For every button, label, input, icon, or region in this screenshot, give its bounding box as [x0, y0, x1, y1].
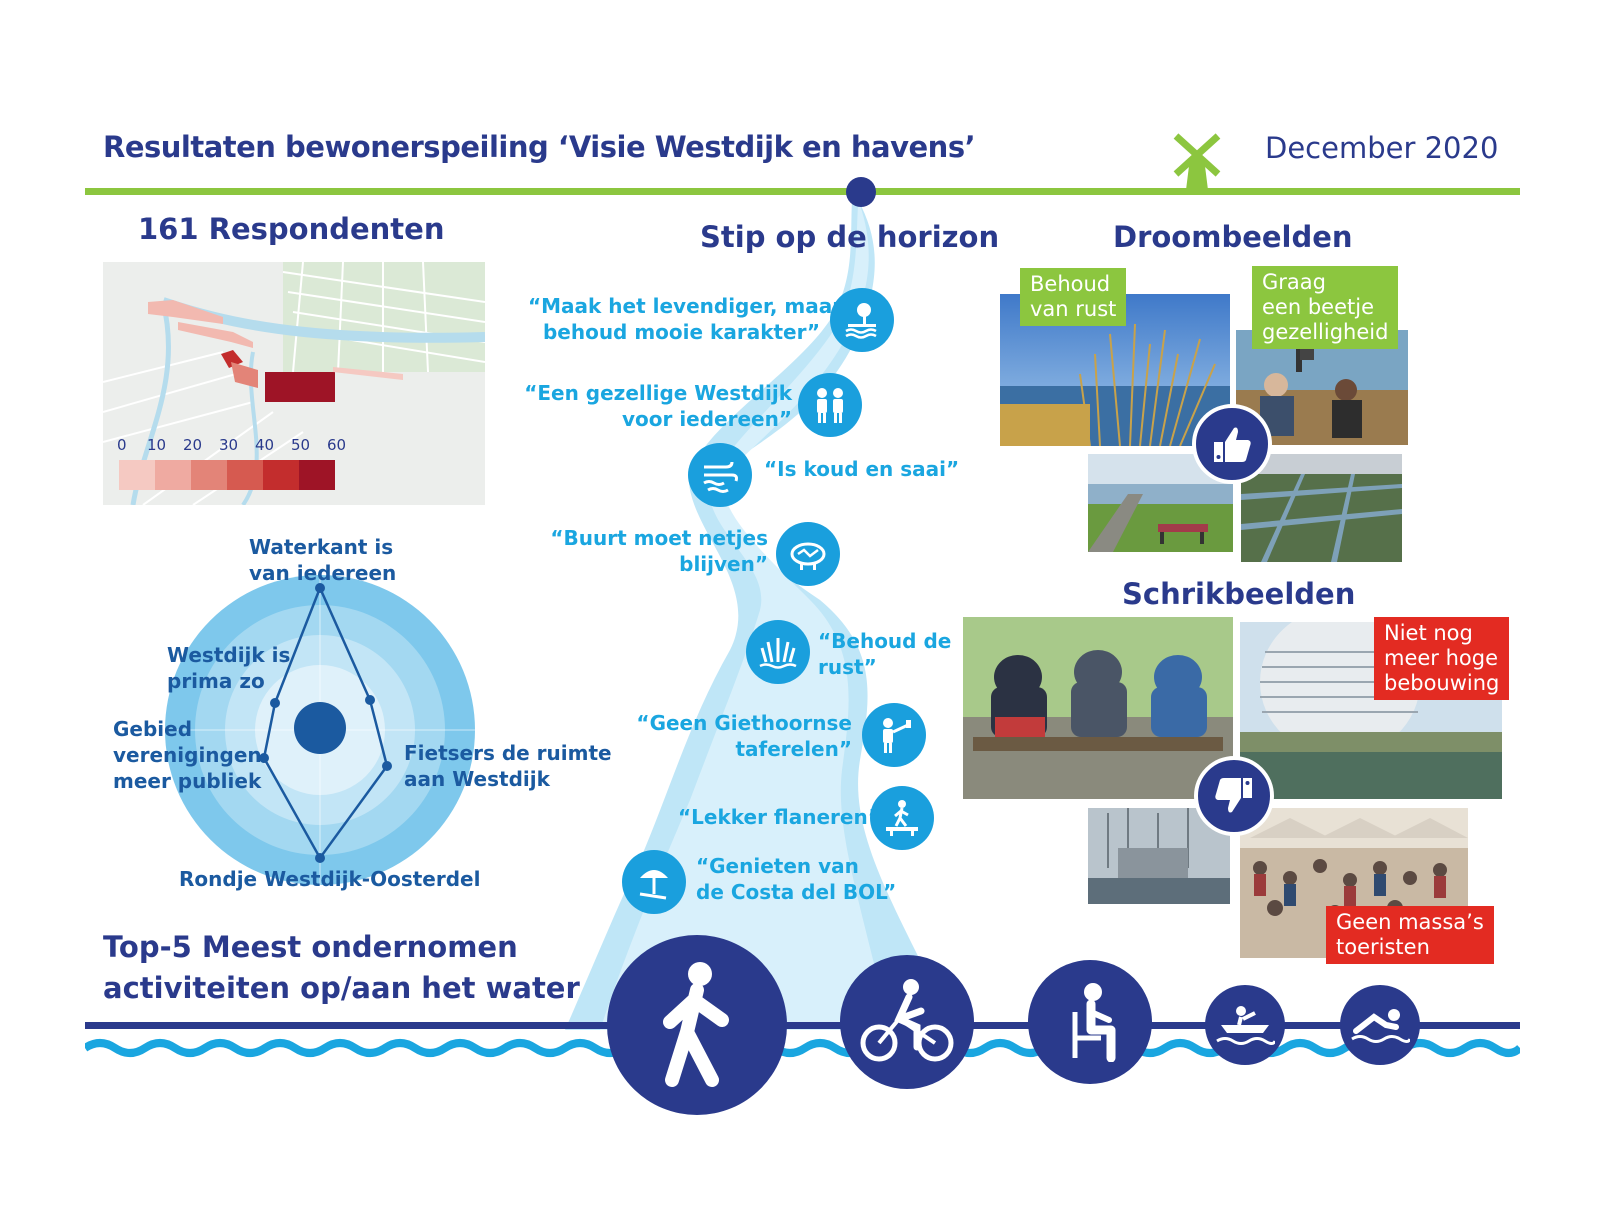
- legend-swatch: [263, 460, 299, 490]
- radar-label-left: Gebied verenigingen meer publiek: [113, 716, 262, 794]
- horizon-heading: Stip op de horizon: [700, 220, 1000, 254]
- radar-label-top: Waterkant is van iedereen: [249, 534, 396, 586]
- page-title: Resultaten bewonerspeiling ‘Visie Westdi…: [103, 130, 976, 164]
- report-date: December 2020: [1265, 131, 1499, 165]
- quote-line: “Geen Giethoornse: [636, 711, 852, 735]
- heading-line: Top-5 Meest ondernomen: [103, 930, 518, 964]
- tag-line: Behoud: [1030, 272, 1111, 296]
- scare-tag-tourists: Geen massa’s toeristen: [1326, 906, 1494, 964]
- water-waves: [85, 1039, 1520, 1057]
- dream-heading: Droombeelden: [1113, 220, 1353, 254]
- quote-line: rust”: [818, 655, 877, 679]
- radar-label-line: Gebied: [113, 717, 193, 741]
- quote-4: “Buurt moet netjes blijven”: [470, 525, 768, 577]
- dream-tag-rest: Behoud van rust: [1020, 268, 1127, 326]
- tag-line: Niet nog: [1384, 621, 1473, 645]
- radar-label-line: aan Westdijk: [404, 767, 550, 791]
- tag-line: een beetje: [1262, 295, 1374, 319]
- people-icon: [798, 373, 862, 437]
- legend-tick: 30: [219, 436, 239, 454]
- reeds-icon: [746, 620, 810, 684]
- dream-tag-cosy: Graag een beetje gezelligheid: [1252, 266, 1399, 349]
- photo-bench-dike: [1088, 454, 1233, 552]
- thumbs-up-icon: [1192, 404, 1272, 484]
- tag-line: Geen massa’s: [1336, 910, 1484, 934]
- quote-line: blijven”: [679, 552, 768, 576]
- top-divider: [85, 188, 1520, 195]
- radar-label-line: verenigingen: [113, 743, 262, 767]
- quote-2: “Een gezellige Westdijk voor iedereen”: [500, 380, 792, 432]
- tag-line: van rust: [1030, 297, 1117, 321]
- quote-7: “Lekker flaneren”: [678, 804, 881, 830]
- waterfront-tree-icon: [830, 288, 894, 352]
- radar-label-line: prima zo: [167, 669, 265, 693]
- respondents-map: 0 10 20 30 40 50 60: [103, 262, 485, 505]
- legend-tick: 60: [327, 436, 347, 454]
- cold-wind-icon: [688, 443, 752, 507]
- legend-tick: 40: [255, 436, 275, 454]
- respondents-heading: 161 Respondenten: [138, 212, 445, 246]
- radar-label-right: Fietsers de ruimte aan Westdijk: [404, 740, 612, 792]
- bottom-divider: [85, 1022, 1520, 1029]
- tag-line: toeristen: [1336, 935, 1430, 959]
- legend-tick: 0: [117, 436, 127, 454]
- quote-8: “Genieten van de Costa del BOL”: [696, 853, 896, 905]
- legend-tick: 10: [147, 436, 167, 454]
- quote-line: “Een gezellige Westdijk: [524, 381, 792, 405]
- quote-line: “Buurt moet netjes: [550, 526, 768, 550]
- tag-line: Graag: [1262, 270, 1326, 294]
- legend-swatch: [119, 460, 155, 490]
- tag-line: bebouwing: [1384, 671, 1500, 695]
- radar-chart: [165, 575, 475, 885]
- walking-pier-icon: [870, 786, 934, 850]
- quote-line: de Costa del BOL”: [696, 880, 897, 904]
- legend-tick: 20: [183, 436, 203, 454]
- radar-label-line: Westdijk is: [167, 643, 291, 667]
- thumbs-down-icon: [1194, 756, 1274, 836]
- tag-line: meer hoge: [1384, 646, 1499, 670]
- quote-line: “Genieten van: [696, 854, 859, 878]
- quote-line: “Behoud de: [818, 629, 952, 653]
- quote-line: “Maak het levendiger, maar: [528, 294, 843, 318]
- tag-line: gezelligheid: [1262, 320, 1389, 344]
- legend-swatch: [299, 460, 335, 490]
- quote-3: “Is koud en saai”: [764, 456, 959, 482]
- photo-aerial-polder: [1241, 454, 1402, 562]
- activities-heading: Top-5 Meest ondernomen activiteiten op/a…: [103, 927, 580, 1009]
- quote-line: “Lekker flaneren”: [678, 805, 881, 829]
- scare-heading: Schrikbeelden: [1122, 577, 1356, 611]
- legend-swatch: [155, 460, 191, 490]
- legend-bar: [119, 460, 335, 490]
- radar-label-line: Waterkant is: [249, 535, 394, 559]
- cycling-icon: [840, 955, 974, 1089]
- legend-tick: 50: [291, 436, 311, 454]
- sitting-icon: [1028, 960, 1152, 1084]
- quote-1: “Maak het levendiger, maar behoud mooie …: [528, 293, 843, 345]
- tidy-area-icon: [776, 522, 840, 586]
- quote-5: “Behoud de rust”: [818, 628, 951, 680]
- legend-swatch: [191, 460, 227, 490]
- windmill-icon: [1173, 133, 1221, 190]
- quote-line: behoud mooie karakter”: [542, 320, 820, 344]
- radar-label-line: Fietsers de ruimte: [404, 741, 612, 765]
- quote-6: “Geen Giethoornse taferelen”: [560, 710, 852, 762]
- horizon-dot: [846, 177, 876, 207]
- radar-label-line: meer publiek: [113, 769, 262, 793]
- swimming-icon: [1340, 985, 1420, 1065]
- radar-label-upper-left: Westdijk is prima zo: [167, 642, 290, 694]
- radar-label-line: van iedereen: [249, 561, 397, 585]
- quote-line: voor iedereen”: [621, 407, 792, 431]
- photo-hooded-youths: [963, 617, 1233, 799]
- radar-label-bottom: Rondje Westdijk-Oosterdel: [179, 867, 481, 891]
- scare-tag-high-rise: Niet nog meer hoge bebouwing: [1374, 617, 1510, 700]
- selfie-person-icon: [862, 703, 926, 767]
- quote-line: taferelen”: [735, 737, 852, 761]
- walking-icon: [607, 935, 787, 1115]
- heading-line: activiteiten op/aan het water: [103, 971, 580, 1005]
- beach-umbrella-icon: [622, 850, 686, 914]
- boating-icon: [1205, 985, 1285, 1065]
- quote-line: “Is koud en saai”: [764, 457, 960, 481]
- legend-swatch: [227, 460, 263, 490]
